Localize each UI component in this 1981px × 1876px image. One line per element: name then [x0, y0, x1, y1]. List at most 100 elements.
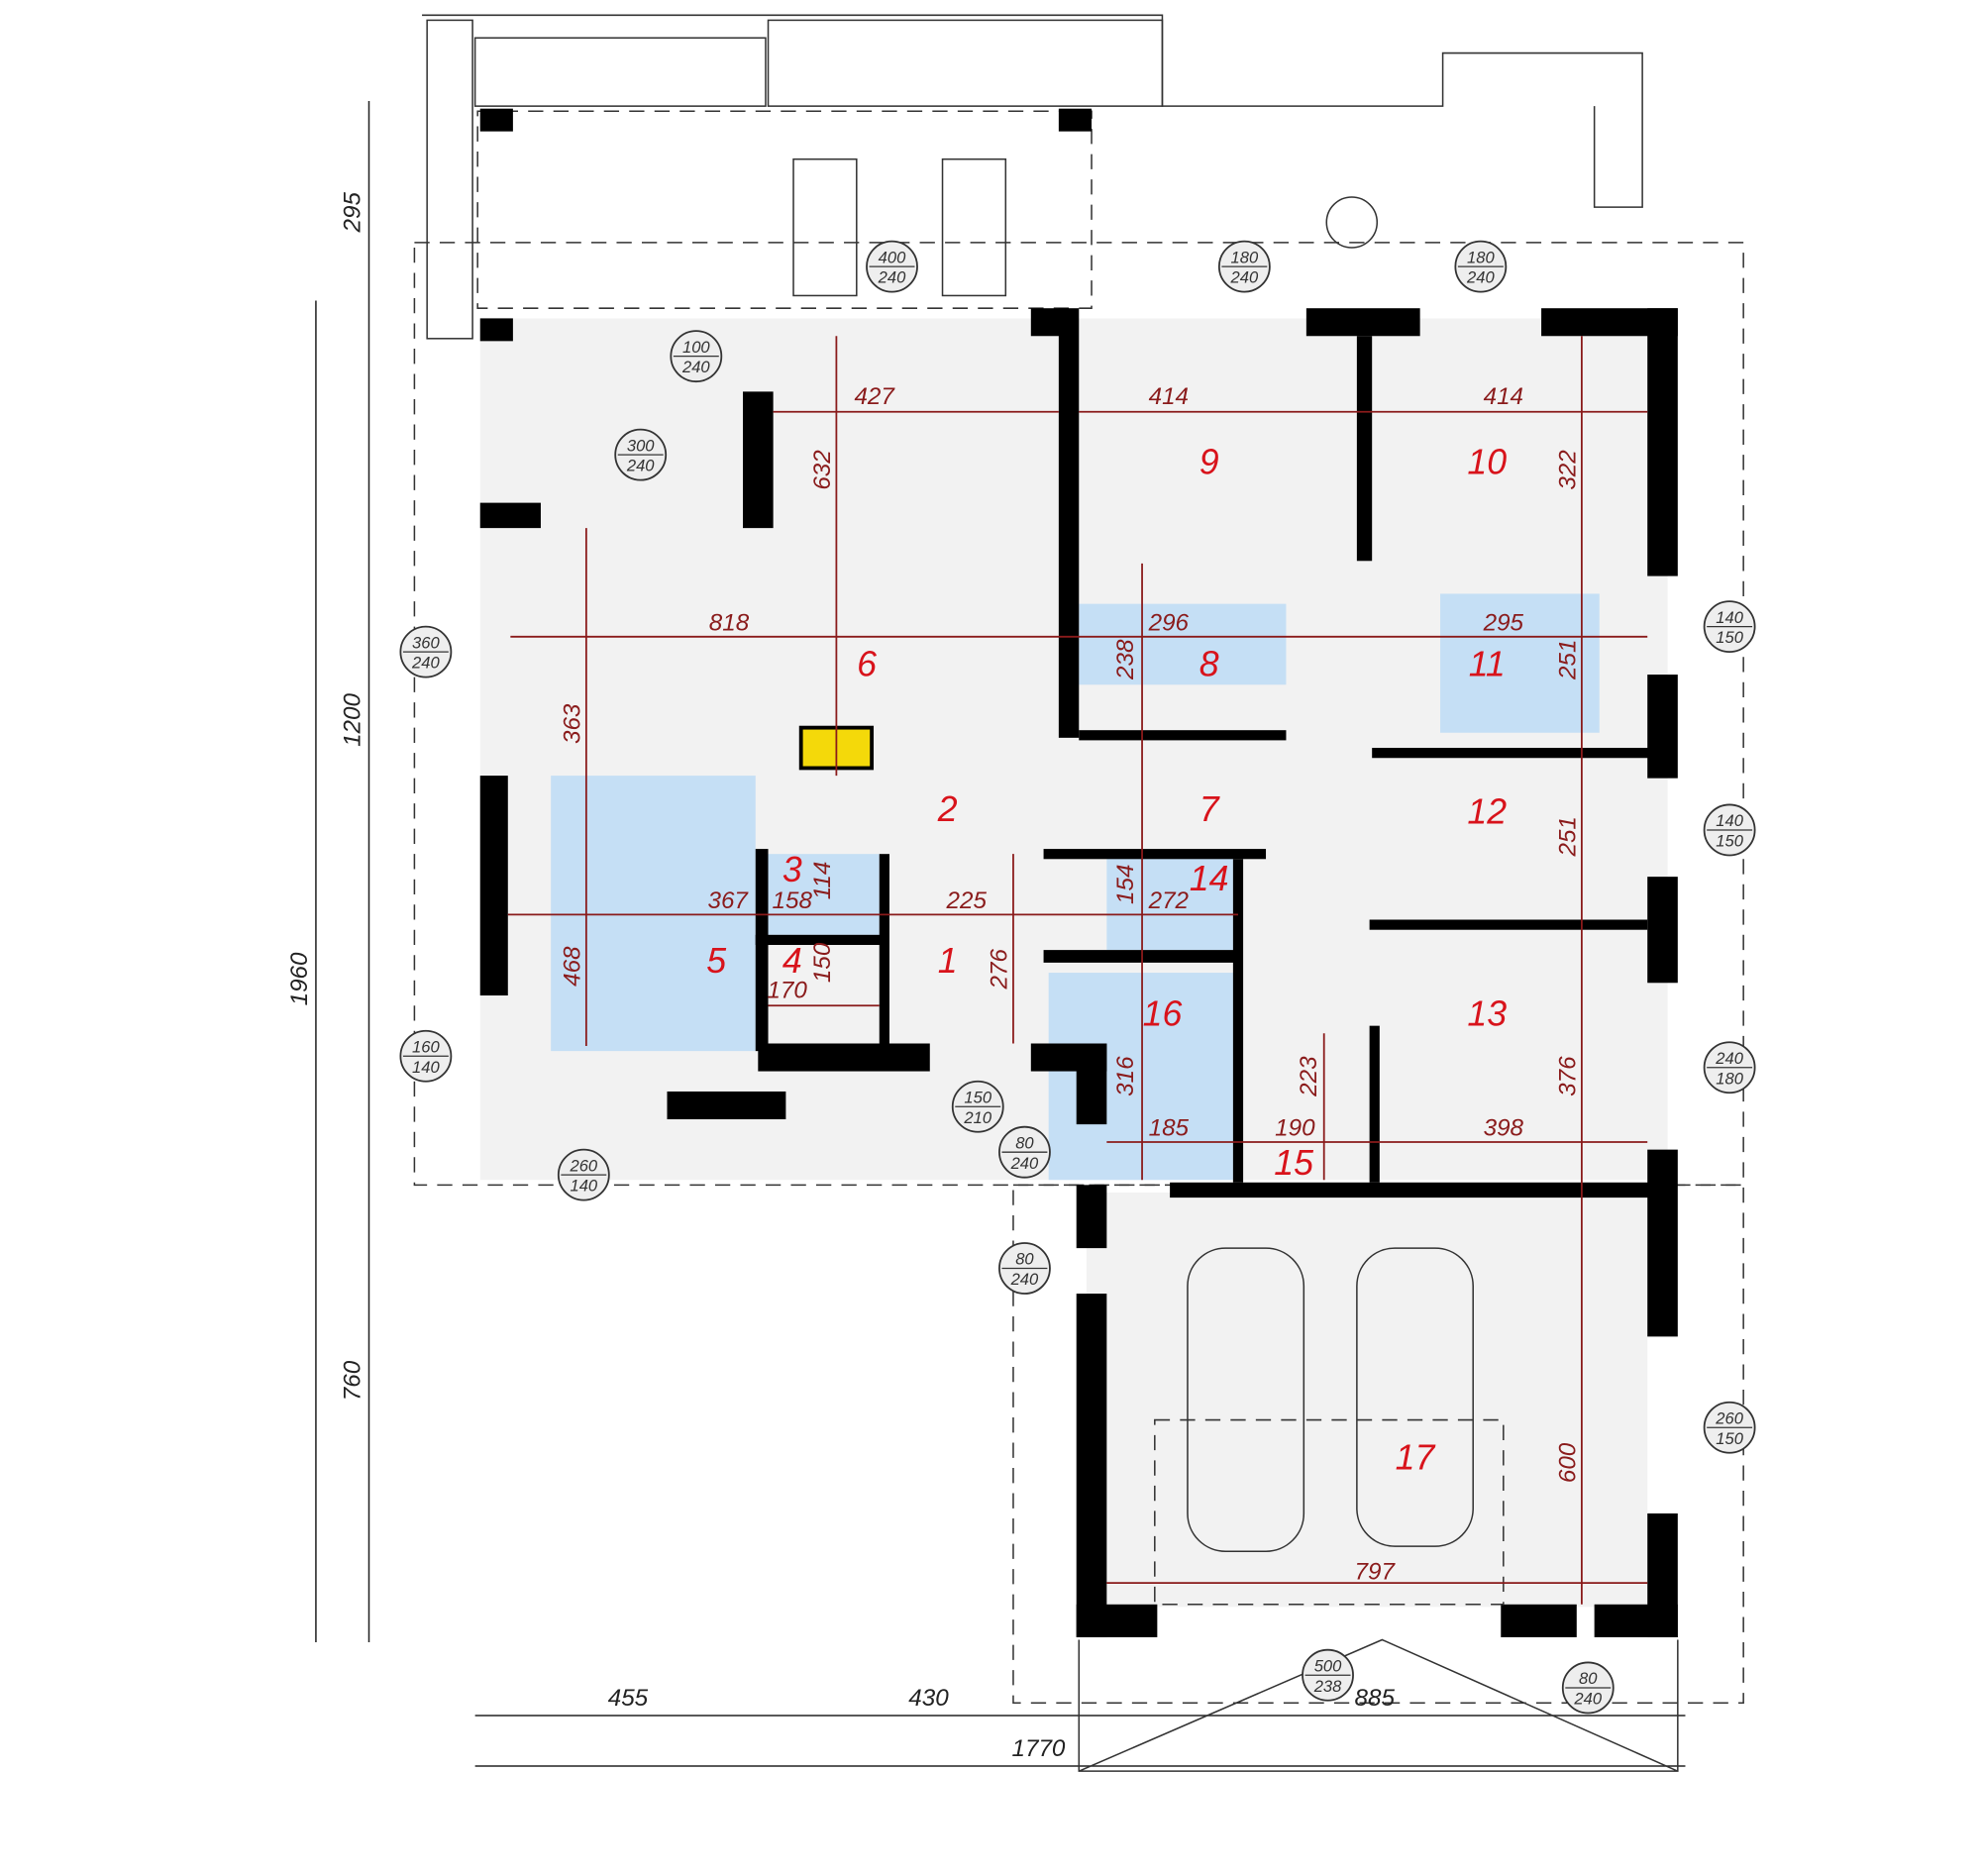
- dimension-label: 376: [1555, 1056, 1582, 1096]
- room-number: 10: [1467, 442, 1507, 481]
- opening-height: 240: [1010, 1154, 1039, 1173]
- opening-height: 140: [412, 1058, 440, 1077]
- garage-cars: [1154, 1247, 1505, 1606]
- opening-height: 240: [681, 358, 710, 376]
- overall-dimension: 885: [1355, 1685, 1396, 1712]
- dimension-label: 190: [1275, 1115, 1315, 1142]
- opening-height: 150: [1716, 628, 1743, 647]
- overall-dimension: 455: [608, 1685, 649, 1712]
- opening-height: 240: [878, 268, 906, 287]
- opening-width: 180: [1231, 248, 1259, 266]
- dimension-label: 818: [709, 609, 750, 636]
- room-number: 5: [706, 941, 726, 981]
- dimension-label: 296: [1148, 609, 1190, 636]
- room-labels: 1 2 3 4 5 6 7 8 9 10 11 12 13 14 15 16 1…: [706, 442, 1507, 1477]
- dimension-lines: [507, 336, 1648, 1605]
- dimension-label: 797: [1355, 1558, 1397, 1585]
- opening-width: 500: [1314, 1656, 1342, 1675]
- opening-height: 240: [411, 654, 440, 673]
- opening-height: 240: [1010, 1270, 1039, 1289]
- opening-height: 240: [626, 457, 655, 475]
- opening-width: 360: [412, 633, 440, 652]
- dimension-label: 295: [1483, 609, 1524, 636]
- dimension-label: 367: [708, 887, 750, 914]
- dimension-label: 316: [1112, 1056, 1139, 1096]
- dimension-label: 251: [1555, 816, 1582, 857]
- room-number: 1: [938, 941, 958, 981]
- opening-tags: 4002401802401802401002403002403602401401…: [399, 240, 1756, 1715]
- opening-width: 260: [1715, 1408, 1743, 1427]
- overall-dimension: 1960: [286, 952, 313, 1005]
- dimension-label: 114: [809, 862, 836, 900]
- opening-height: 180: [1716, 1069, 1743, 1088]
- room-number: 15: [1274, 1143, 1313, 1183]
- overall-dimension-lines: [315, 101, 1686, 1772]
- opening-height: 240: [1573, 1690, 1602, 1709]
- dimension-label: 170: [767, 978, 807, 1004]
- opening-width: 260: [569, 1156, 597, 1175]
- dimension-label: 632: [809, 450, 836, 490]
- room-number: 4: [782, 941, 802, 981]
- dimension-label: 225: [946, 887, 988, 914]
- room-number: 2: [937, 789, 958, 829]
- dimension-label: 322: [1555, 450, 1582, 490]
- room-number: 9: [1199, 442, 1219, 481]
- room-number: 8: [1199, 644, 1219, 683]
- opening-height: 150: [1716, 832, 1743, 851]
- dimension-label: 272: [1148, 887, 1190, 914]
- room-number: 3: [782, 850, 802, 889]
- dimension-label: 238: [1112, 639, 1139, 680]
- room-number: 14: [1190, 859, 1229, 898]
- opening-width: 80: [1015, 1250, 1034, 1269]
- opening-width: 240: [1715, 1049, 1743, 1068]
- opening-width: 300: [627, 436, 655, 455]
- opening-width: 400: [879, 248, 906, 266]
- room-number: 12: [1467, 792, 1507, 832]
- dimension-label: 600: [1555, 1442, 1582, 1483]
- opening-width: 140: [1716, 811, 1743, 830]
- opening-height: 210: [963, 1108, 991, 1127]
- walls: [479, 108, 1678, 1637]
- dimension-label: 468: [559, 946, 585, 987]
- dimension-label: 223: [1296, 1056, 1322, 1097]
- opening-height: 238: [1313, 1677, 1342, 1696]
- room-number: 7: [1199, 789, 1220, 829]
- dimension-label: 427: [854, 383, 895, 410]
- dimension-labels-vertical: 632 363 468 238 251 322 251 114 150 276 …: [559, 450, 1581, 1483]
- dimension-label: 251: [1555, 640, 1582, 680]
- opening-width: 160: [412, 1037, 440, 1056]
- overall-dimension: 1200: [340, 693, 366, 747]
- opening-width: 180: [1467, 248, 1495, 266]
- dimension-labels-horizontal: 427 414 414 818 296 295 367 158 225 272 …: [708, 383, 1524, 1585]
- opening-width: 140: [1716, 608, 1743, 627]
- dimension-label: 398: [1484, 1115, 1524, 1142]
- opening-height: 240: [1466, 268, 1495, 287]
- dimension-label: 150: [809, 942, 836, 983]
- overall-dimension: 295: [340, 192, 366, 234]
- opening-width: 100: [682, 338, 710, 357]
- dimension-label: 158: [773, 887, 813, 914]
- dimension-label: 414: [1484, 383, 1523, 410]
- room-number: 17: [1396, 1437, 1436, 1477]
- overall-dimension: 760: [340, 1360, 366, 1401]
- dimension-label: 363: [559, 703, 585, 744]
- room-number: 16: [1143, 994, 1183, 1034]
- opening-width: 150: [964, 1088, 991, 1106]
- overall-dimension: 430: [908, 1685, 949, 1712]
- opening-width: 80: [1015, 1133, 1034, 1152]
